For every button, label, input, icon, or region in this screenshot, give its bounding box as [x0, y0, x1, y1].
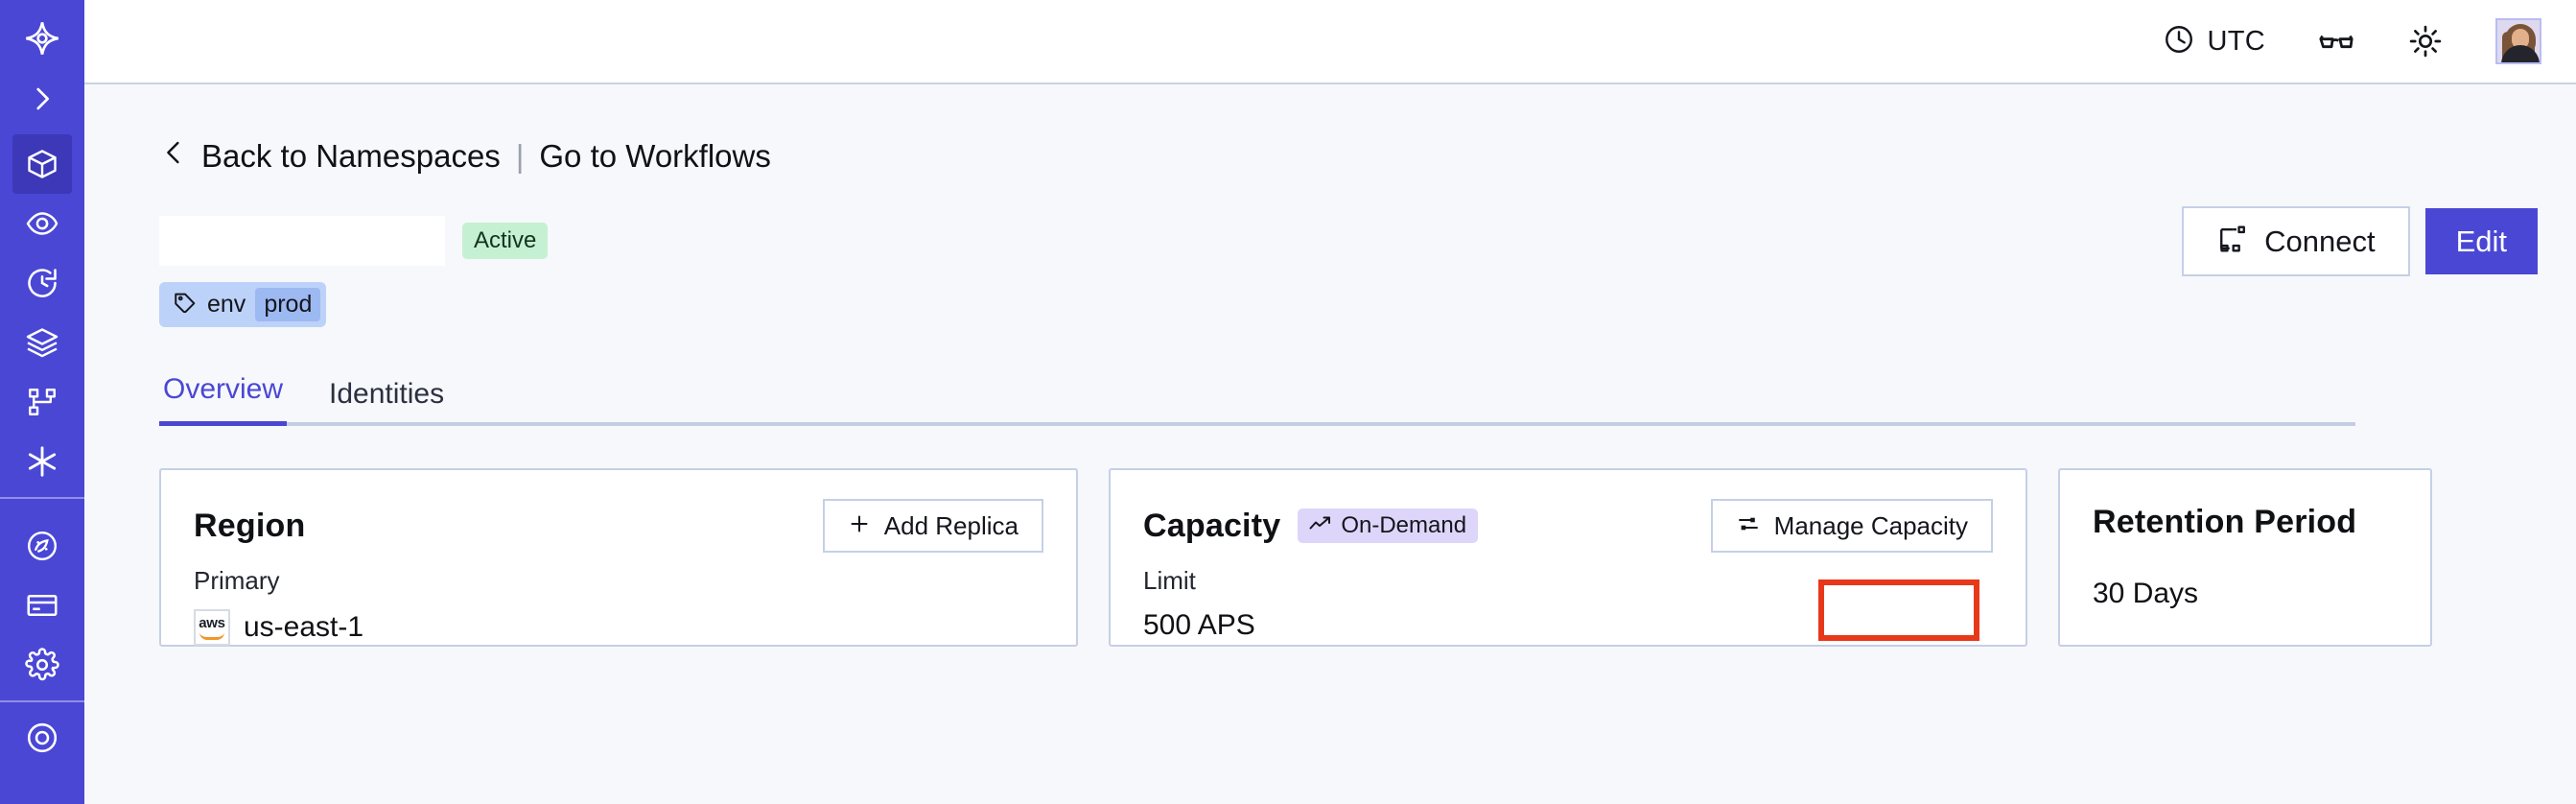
- sidebar-divider-2: [0, 700, 84, 702]
- sidebar-item-observability[interactable]: [12, 194, 72, 253]
- region-card-action: Add Replica: [822, 499, 1043, 553]
- main-region: UTC: [84, 0, 2576, 804]
- sun-icon[interactable]: [2407, 23, 2444, 59]
- edit-label: Edit: [2455, 224, 2507, 258]
- brand-logo-icon[interactable]: [12, 8, 72, 69]
- sidebar-item-billing[interactable]: [12, 576, 72, 635]
- connect-icon: [2216, 225, 2249, 258]
- aws-smile-shape: [199, 632, 224, 640]
- capacity-card-header: Capacity On-Demand: [1143, 499, 1993, 553]
- sidebar-item-layers[interactable]: [12, 313, 72, 372]
- aws-logo-icon: aws: [194, 609, 230, 646]
- tag-value: prod: [255, 288, 321, 321]
- connect-button[interactable]: Connect: [2182, 205, 2410, 276]
- breadcrumb-separator: |: [515, 138, 525, 174]
- edit-button[interactable]: Edit: [2424, 207, 2538, 274]
- sidebar-item-settings[interactable]: [12, 635, 72, 695]
- sidebar-item-namespaces[interactable]: [12, 134, 72, 194]
- tag-icon: [173, 290, 198, 319]
- sliders-icon: [1736, 512, 1761, 539]
- retention-card-header: Retention Period: [2093, 499, 2398, 545]
- page-content: Back to Namespaces | Go to Workflows Act…: [84, 84, 2576, 804]
- region-card-title: Region: [194, 507, 306, 544]
- clock-icon: [2163, 23, 2195, 60]
- top-bar: UTC: [84, 0, 2576, 84]
- sidebar-item-workflows[interactable]: [12, 372, 72, 432]
- plus-icon: [848, 512, 871, 539]
- tab-identities[interactable]: Identities: [329, 378, 445, 410]
- capacity-card: Capacity On-Demand: [1109, 468, 2027, 647]
- on-demand-badge: On-Demand: [1298, 508, 1479, 543]
- capacity-limit-value: 500 APS: [1143, 609, 1255, 641]
- title-row: Active Con: [159, 205, 2538, 276]
- tab-bar: Overview Identities: [159, 369, 2355, 426]
- sidebar-item-support[interactable]: [12, 708, 72, 768]
- sidebar-item-nexus[interactable]: [12, 432, 72, 491]
- region-primary-label: Primary: [194, 566, 280, 595]
- timezone-selector[interactable]: UTC: [2163, 23, 2265, 60]
- namespace-tag-chip[interactable]: env prod: [159, 282, 327, 327]
- retention-value: 30 Days: [2093, 578, 2199, 609]
- namespace-title-redacted: [159, 216, 445, 266]
- overview-cards: Region Add Replica: [159, 468, 2538, 647]
- chevron-left-icon[interactable]: [159, 136, 188, 177]
- sidebar-divider-1: [0, 497, 84, 499]
- breadcrumb: Back to Namespaces | Go to Workflows: [159, 136, 771, 177]
- capacity-card-title: Capacity: [1143, 507, 1281, 544]
- status-badge: Active: [462, 223, 549, 259]
- timezone-label: UTC: [2207, 25, 2265, 57]
- capacity-card-action: Manage Capacity: [1710, 499, 1993, 553]
- region-value-row: aws us-east-1: [194, 609, 1043, 646]
- tag-row: env prod: [159, 282, 2538, 327]
- region-card: Region Add Replica: [159, 468, 1078, 647]
- glasses-icon[interactable]: [2317, 22, 2355, 60]
- expand-sidebar-icon[interactable]: [12, 69, 72, 129]
- retention-period-card: Retention Period 30 Days: [2058, 468, 2432, 647]
- add-replica-button[interactable]: Add Replica: [822, 499, 1043, 553]
- aws-logo-text: aws: [199, 614, 225, 631]
- sidebar-item-usage[interactable]: [12, 516, 72, 576]
- manage-capacity-button[interactable]: Manage Capacity: [1710, 499, 1993, 553]
- manage-capacity-label: Manage Capacity: [1773, 511, 1968, 540]
- region-value: us-east-1: [244, 611, 364, 643]
- go-to-workflows-link[interactable]: Go to Workflows: [539, 138, 771, 174]
- on-demand-label: On-Demand: [1341, 512, 1467, 538]
- add-replica-label: Add Replica: [883, 511, 1019, 540]
- tag-key: env: [207, 291, 246, 318]
- connect-label: Connect: [2264, 224, 2376, 258]
- back-to-namespaces-link[interactable]: Back to Namespaces: [201, 138, 501, 174]
- user-avatar[interactable]: [2495, 18, 2541, 64]
- sidebar-item-history[interactable]: [12, 253, 72, 313]
- tab-overview[interactable]: Overview: [159, 373, 288, 426]
- region-card-header: Region Add Replica: [194, 499, 1043, 553]
- capacity-limit-label: Limit: [1143, 566, 1196, 595]
- retention-card-title: Retention Period: [2093, 503, 2357, 540]
- trending-up-icon: [1309, 514, 1332, 537]
- sidebar: [0, 0, 84, 804]
- title-actions: Connect Edit: [2182, 205, 2538, 276]
